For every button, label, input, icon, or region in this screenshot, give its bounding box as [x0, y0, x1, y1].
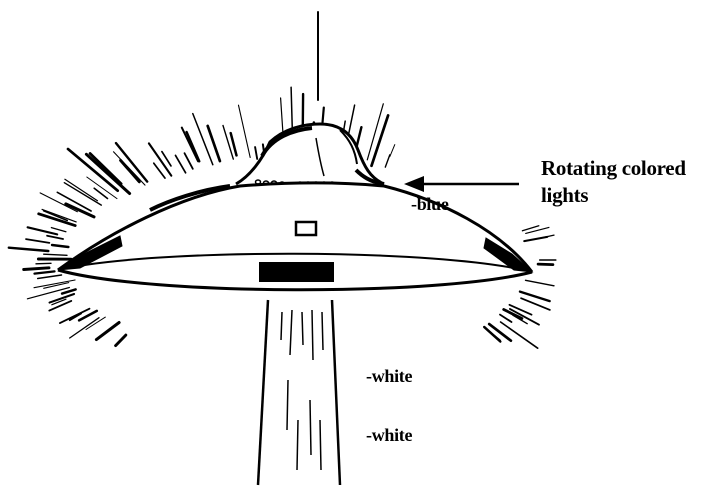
- light-ray: [187, 132, 200, 161]
- light-ray: [24, 268, 49, 270]
- rotating-lights-label: Rotating colored lights: [541, 155, 686, 209]
- rotating-lights-label-line2: lights: [541, 182, 686, 209]
- light-ray: [26, 239, 49, 243]
- light-ray: [96, 323, 119, 340]
- light-ray: [390, 145, 395, 157]
- light-ray: [121, 160, 140, 181]
- rotating-lights-label-line1: Rotating colored: [541, 155, 686, 182]
- light-ray: [501, 322, 538, 348]
- ufo-dome: [236, 124, 384, 184]
- light-ray: [94, 188, 107, 198]
- light-ray: [223, 126, 233, 160]
- light-ray: [185, 153, 193, 169]
- light-ray: [500, 315, 512, 322]
- light-ray: [62, 289, 76, 293]
- light-ray: [38, 275, 62, 279]
- light-ray: [538, 264, 553, 265]
- light-ray: [116, 335, 126, 346]
- light-ray: [52, 245, 68, 247]
- white-light-label-1: -white: [366, 366, 412, 387]
- pointer-arrow: [404, 176, 519, 192]
- light-ray: [65, 179, 98, 201]
- light-ray: [44, 254, 67, 255]
- light-ray: [239, 105, 251, 157]
- light-ray: [372, 115, 389, 165]
- light-ray: [35, 271, 55, 273]
- light-ray: [9, 248, 49, 251]
- light-ray: [36, 263, 51, 264]
- light-ray: [255, 147, 257, 159]
- white-light-label-2: -white: [366, 425, 412, 446]
- light-ray: [86, 154, 129, 193]
- light-ray: [182, 128, 198, 162]
- light-ray: [40, 193, 77, 212]
- light-ray: [526, 280, 555, 286]
- saucer-hatch-window: [296, 222, 316, 235]
- light-ray: [70, 318, 99, 338]
- light-ray: [176, 155, 186, 172]
- light-ray: [86, 317, 105, 329]
- light-ray: [51, 228, 66, 232]
- light-ray: [385, 155, 390, 167]
- light-ray: [524, 237, 547, 241]
- light-ray: [34, 280, 75, 288]
- light-ray: [64, 183, 101, 205]
- saucer-bottom-light: [259, 262, 334, 282]
- blue-light-label: -blue: [411, 194, 449, 215]
- light-beam: [258, 300, 340, 485]
- light-ray: [47, 236, 63, 239]
